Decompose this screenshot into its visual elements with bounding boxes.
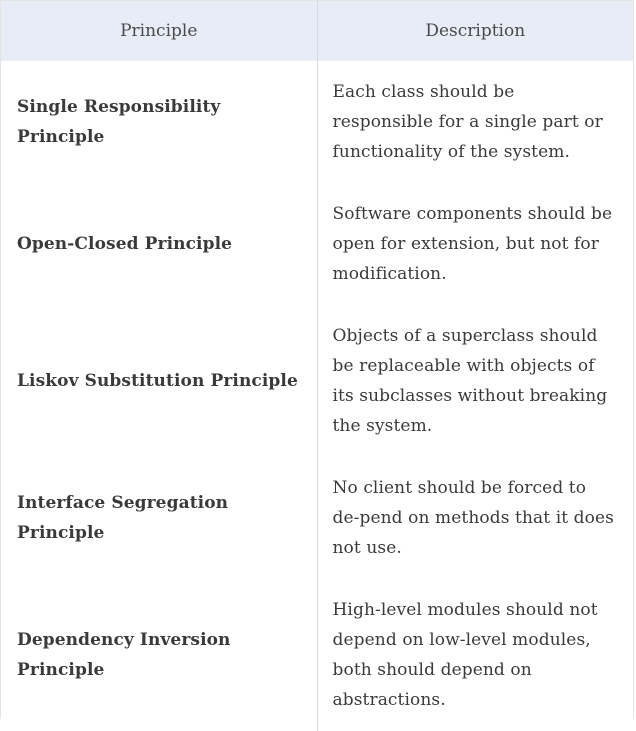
principle-description-text: Software components should be open for e… (332, 204, 613, 284)
table-header-row: Principle Description (1, 1, 633, 61)
principle-name: Single Responsibility Principle (17, 97, 221, 147)
column-header-description: Description (316, 1, 633, 61)
principle-description-text: High-level modules should not depend on … (332, 600, 598, 710)
principle-description: High-level modules should not depend on … (316, 579, 633, 731)
principle-name: Open-Closed Principle (17, 234, 233, 254)
principle-name: Liskov Substitution Principle (17, 371, 298, 391)
principle-description: Software components should be open for e… (316, 183, 633, 305)
table-row: Interface Segregation Principle No clien… (1, 457, 633, 579)
principle-description-text: Objects of a superclass should be replac… (332, 326, 608, 436)
column-header-principle: Principle (1, 1, 317, 61)
principle-description: Each class should be responsible for a s… (316, 61, 633, 183)
table-row: Open-Closed Principle Software component… (1, 183, 633, 305)
principle-description-text: No client should be forced to de-pend on… (332, 478, 614, 558)
principle-description: Objects of a superclass should be replac… (316, 305, 633, 457)
principle-name: Interface Segregation Principle (17, 493, 229, 543)
principle-description-text: Each class should be responsible for a s… (332, 82, 603, 162)
table-body: Single Responsibility Principle Each cla… (1, 61, 633, 731)
table-row: Liskov Substitution Principle Objects of… (1, 305, 633, 457)
table-row: Single Responsibility Principle Each cla… (1, 61, 633, 183)
principle-name: Dependency Inversion Principle (17, 630, 231, 680)
table-row: Dependency Inversion Principle High-leve… (1, 579, 633, 731)
table-header: Principle Description (1, 1, 633, 61)
principle-description: No client should be forced to de-pend on… (316, 457, 633, 579)
